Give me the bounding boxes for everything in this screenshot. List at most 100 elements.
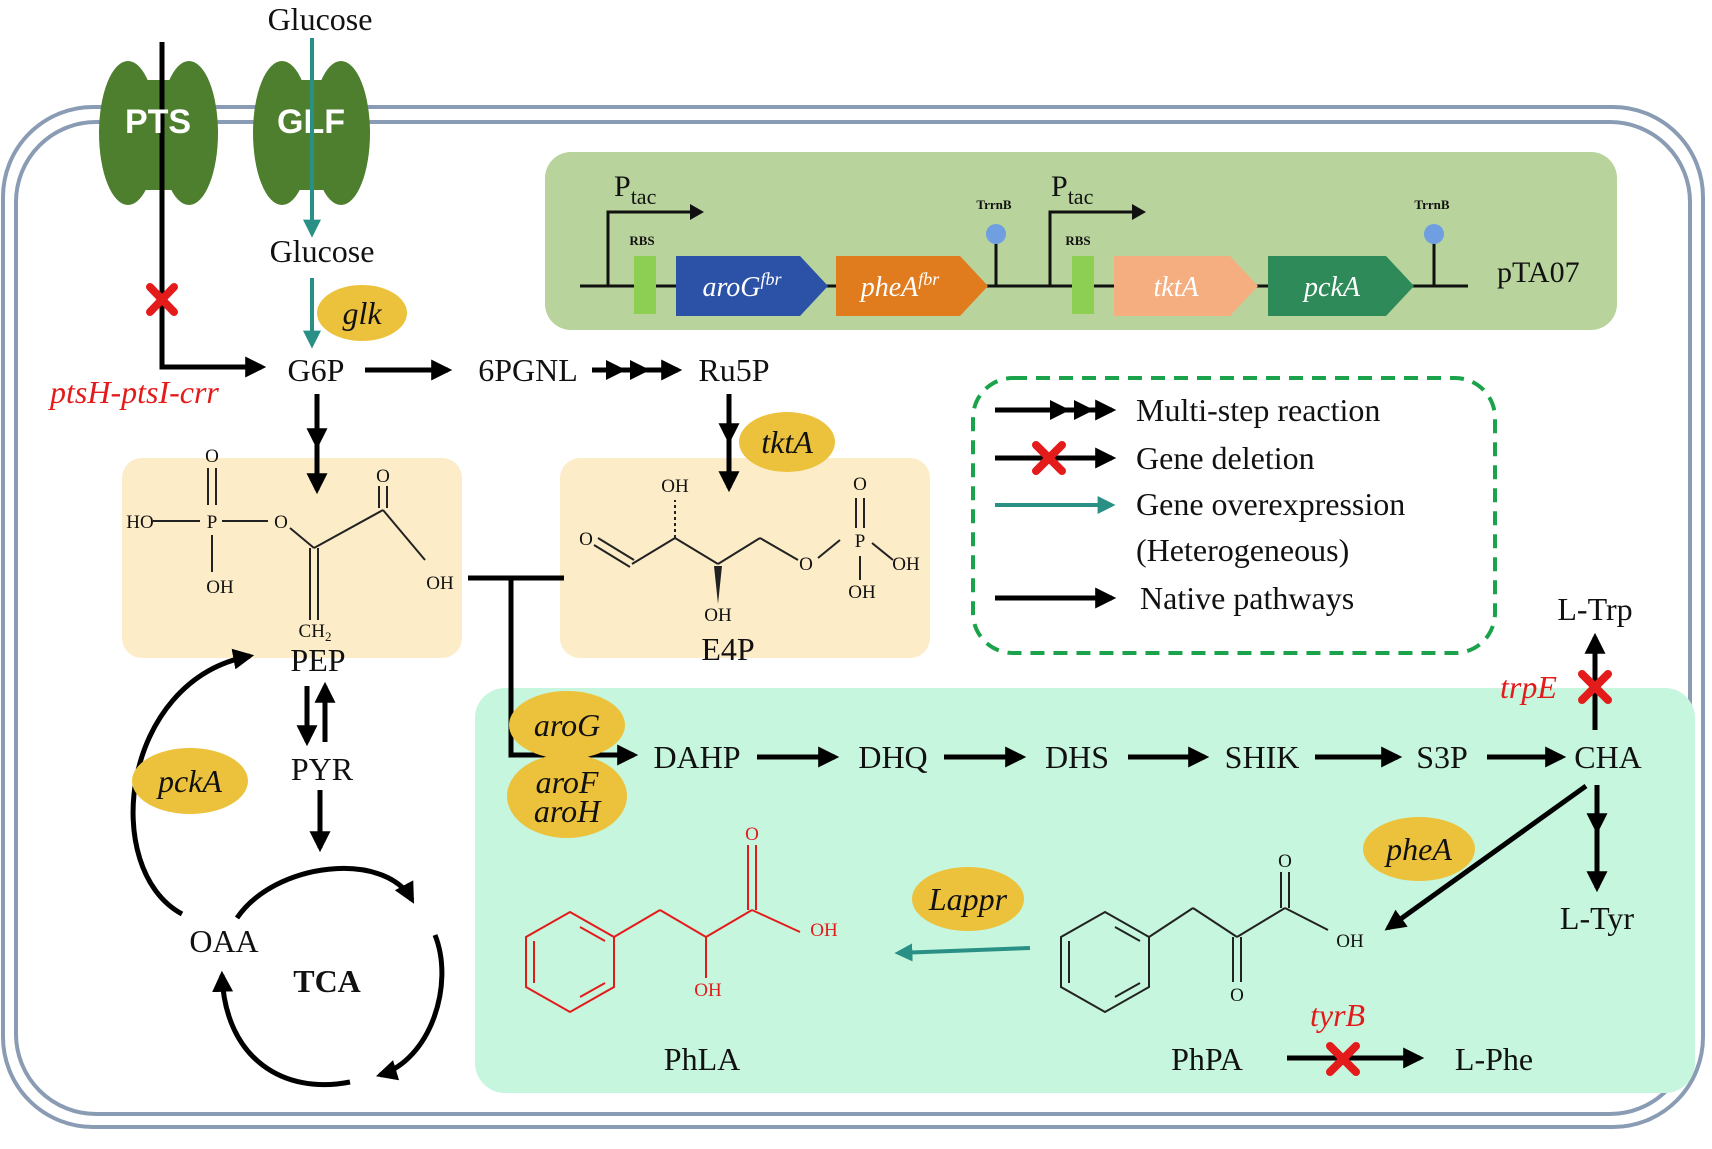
svg-text:O: O <box>799 554 813 575</box>
legend-overexp-label-1: Gene overexpression <box>1136 486 1405 522</box>
ltrp-label: L-Trp <box>1557 591 1632 627</box>
svg-text:O: O <box>853 474 867 495</box>
svg-text:P: P <box>207 512 218 533</box>
svg-text:pckA: pckA <box>1302 272 1361 303</box>
tktA-label: tktA <box>761 424 813 460</box>
svg-text:TrrnB: TrrnB <box>1414 197 1449 212</box>
svg-text:CH2: CH2 <box>299 621 332 644</box>
legend-multi-label: Multi-step reaction <box>1136 392 1380 428</box>
trpE-deletion-cross-icon <box>1578 670 1612 704</box>
svg-text:O: O <box>1230 985 1244 1006</box>
svg-text:OH: OH <box>848 582 876 603</box>
glucose-outside-label: Glucose <box>268 1 373 37</box>
pts-transporter <box>99 61 218 205</box>
svg-text:O: O <box>745 824 759 845</box>
tca-arc-left <box>212 970 351 1088</box>
dahp-label: DAHP <box>653 739 740 775</box>
cha-label: CHA <box>1574 739 1642 775</box>
legend-deletion-label: Gene deletion <box>1136 440 1315 476</box>
e4p-label: E4P <box>701 631 754 667</box>
pheA-fbr-gene <box>836 256 988 316</box>
dhq-label: DHQ <box>858 739 927 775</box>
tktA-gene <box>1114 256 1258 316</box>
svg-text:HO: HO <box>126 512 153 533</box>
lappr-enzyme-bubble <box>912 867 1024 931</box>
aroG-fbr-gene <box>676 256 828 316</box>
6pgnl-label: 6PGNL <box>478 352 578 388</box>
trpE-deleted-gene-label: trpE <box>1500 669 1557 705</box>
glk-enzyme-bubble <box>317 285 407 341</box>
phpa-label: PhPA <box>1171 1041 1243 1077</box>
tca-arc-top <box>234 865 415 920</box>
svg-text:O: O <box>376 466 390 487</box>
legend-box <box>971 376 1497 655</box>
pckA-label: pckA <box>156 763 222 799</box>
svg-text:OH: OH <box>892 554 920 575</box>
svg-text:P: P <box>855 531 866 552</box>
svg-text:O: O <box>274 512 288 533</box>
pep-label: PEP <box>290 642 345 678</box>
shik-label: SHIK <box>1225 739 1300 775</box>
tca-label: TCA <box>293 963 361 999</box>
tyrB-deletion-cross-icon <box>1326 1042 1360 1076</box>
e4p-structure: O OH OH O O P OH OH <box>579 474 920 626</box>
svg-text:OH: OH <box>1336 931 1364 952</box>
legend-deletion-cross-icon <box>1032 441 1066 475</box>
tyrB-deleted-gene-label: tyrB <box>1310 997 1365 1033</box>
phla-structure: O OH OH <box>525 824 838 1014</box>
ru5p-label: Ru5P <box>698 352 769 388</box>
glk-label: glk <box>342 295 382 331</box>
aroG-label: aroG <box>534 707 600 743</box>
cell-membrane-outer <box>1 105 1705 1129</box>
ltyr-label: L-Tyr <box>1560 900 1635 936</box>
pep-structure: O P HO O OH O OH CH2 <box>126 446 454 644</box>
oaa-label: OAA <box>189 923 258 959</box>
terminator-2-icon <box>1424 224 1444 244</box>
pts-deleted-gene-label: ptsH-ptsI-crr <box>48 374 219 410</box>
aroG-enzyme-bubble <box>509 691 625 759</box>
phla-label: PhLA <box>664 1041 740 1077</box>
aroF-aroH-enzyme-bubble <box>507 754 627 838</box>
multistep-heads <box>606 360 650 380</box>
svg-text:RBS: RBS <box>1065 233 1090 248</box>
svg-text:RBS: RBS <box>629 233 654 248</box>
rbs-box-1 <box>634 256 656 314</box>
legend-overexp-label-2: (Heterogeneous) <box>1136 532 1349 568</box>
pyr-label: PYR <box>291 751 354 787</box>
shikimate-panel <box>475 688 1695 1093</box>
legend-native-label: Native pathways <box>1140 580 1354 616</box>
legend: Multi-step reaction Gene deletion Gene o… <box>995 392 1405 616</box>
svg-text:Ptac: Ptac <box>614 170 657 209</box>
svg-text:OH: OH <box>206 577 234 598</box>
svg-text:O: O <box>1278 851 1292 872</box>
pts-deletion-cross-icon <box>146 283 178 316</box>
svg-text:O: O <box>205 446 219 467</box>
aroF-label: aroF <box>536 764 599 800</box>
dhs-label: DHS <box>1045 739 1109 775</box>
lphe-label: L-Phe <box>1455 1041 1533 1077</box>
pts-label: PTS <box>125 103 191 141</box>
e4p-panel <box>560 458 930 658</box>
svg-text:pheAfbr: pheAfbr <box>859 269 941 303</box>
aroH-label: aroH <box>534 793 602 829</box>
pep-panel <box>122 458 462 658</box>
svg-text:O: O <box>579 529 593 550</box>
terminator-1-icon <box>986 224 1006 244</box>
tktA-enzyme-bubble <box>739 412 835 472</box>
cell-membrane-inner <box>14 120 1692 1116</box>
s3p-label: S3P <box>1416 739 1468 775</box>
svg-text:OH: OH <box>694 980 722 1001</box>
plasmid-construct: Ptac Ptac RBS RBS TrrnB TrrnB aroGfbr ph… <box>580 170 1580 316</box>
phpa-to-phla-arrow <box>894 943 1031 962</box>
glucose-inside-label: Glucose <box>270 233 375 269</box>
pts-uptake-arrow <box>159 42 267 378</box>
lappr-label: Lappr <box>928 881 1008 917</box>
cha-to-phpa-arrow <box>1384 783 1588 931</box>
pckA-gene <box>1268 256 1414 316</box>
pheA-enzyme-bubble <box>1363 817 1475 881</box>
svg-text:OH: OH <box>704 605 732 626</box>
plasmid-name: pTA07 <box>1497 256 1580 289</box>
svg-text:OH: OH <box>810 920 838 941</box>
svg-text:OH: OH <box>661 476 689 497</box>
